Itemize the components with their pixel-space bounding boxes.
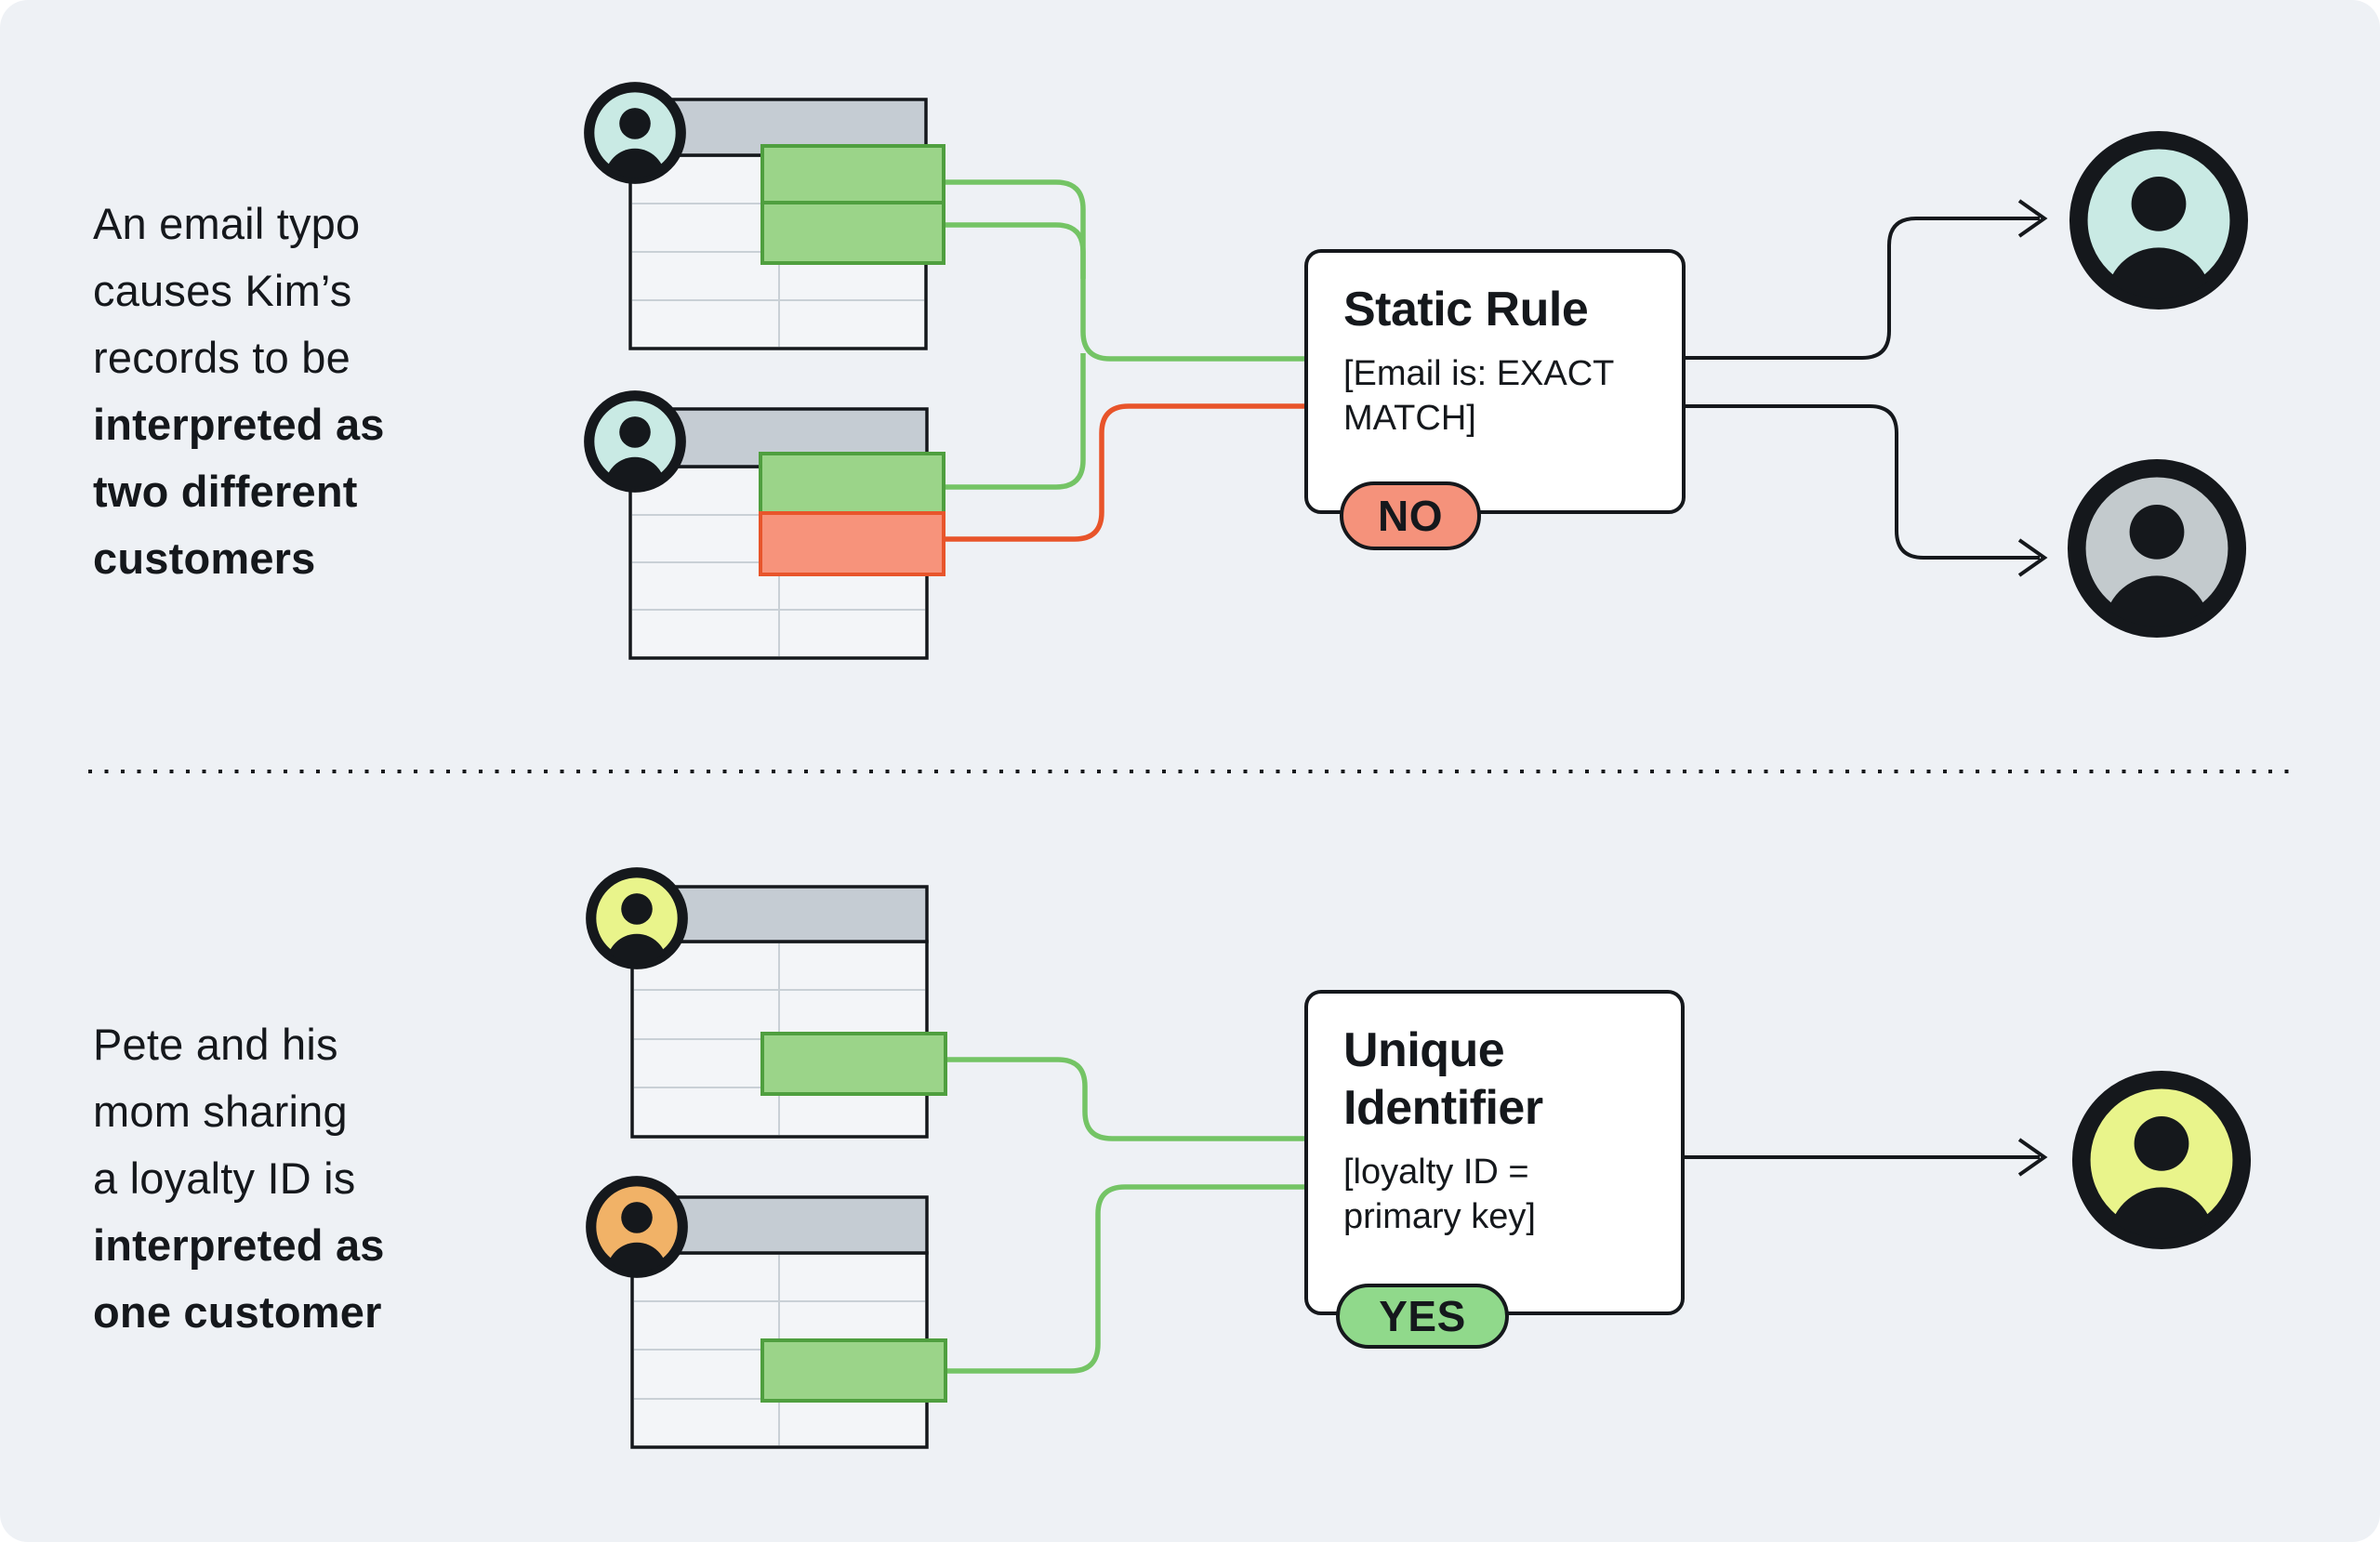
highlight-cell-email-match-3: [759, 452, 945, 515]
caption-line: records to be: [93, 333, 350, 382]
rule-title: Static Rule: [1343, 283, 1589, 336]
match-line-email-3: [944, 353, 1086, 490]
arrowhead-icon: [2017, 1138, 2048, 1177]
rule-condition: [Email is: EXACT MATCH]: [1343, 354, 1614, 438]
merged-customer-avatar-icon: [2082, 1080, 2241, 1293]
caption-line: two different: [93, 467, 358, 516]
caption-line: customers: [93, 534, 316, 583]
verdict-badge-no: NO: [1340, 481, 1481, 550]
highlight-cell-email-match-1: [760, 144, 945, 204]
caption-bottom: Pete and his mom sharing a loyalty ID is…: [93, 1011, 632, 1346]
highlight-cell-loyalty-id-2: [760, 1338, 947, 1403]
match-line-email-1: [944, 179, 1307, 362]
highlight-cell-email-typo: [759, 511, 945, 576]
caption-line: a loyalty ID is: [93, 1153, 356, 1203]
caption-top: An email typo causes Kim’s records to be…: [93, 191, 632, 592]
caption-line: causes Kim’s: [93, 266, 352, 315]
customer-2-avatar-icon: [2077, 468, 2237, 681]
rule-title: Unique Identifier: [1343, 1023, 1543, 1135]
unique-identifier-box: Unique Identifier [loyalty ID = primary …: [1304, 990, 1685, 1349]
caption-line: An email typo: [93, 199, 361, 248]
arrowhead-icon: [2017, 199, 2048, 238]
arrowhead-icon: [2017, 538, 2048, 577]
highlight-cell-email-match-2: [760, 201, 945, 265]
match-line-email-2: [944, 222, 1086, 279]
match-line-loyalty-1: [945, 1057, 1307, 1141]
caption-line: interpreted as: [93, 400, 385, 449]
static-rule-box: Static Rule [Email is: EXACT MATCH] NO: [1304, 249, 1686, 550]
match-line-loyalty-2: [945, 1184, 1307, 1374]
highlight-cell-loyalty-id-1: [760, 1032, 947, 1096]
caption-line: interpreted as: [93, 1220, 385, 1270]
rule-condition: [loyalty ID = primary key]: [1343, 1153, 1536, 1236]
caption-line: mom sharing: [93, 1087, 348, 1136]
verdict-badge-yes: YES: [1336, 1284, 1509, 1349]
mismatch-line-email-typo: [944, 403, 1307, 542]
result-line-customer-2: [1684, 404, 2040, 560]
customer-1-avatar-icon: [2079, 140, 2239, 353]
result-line-customer-1: [1684, 217, 2040, 360]
caption-line: Pete and his: [93, 1020, 338, 1069]
caption-line: one customer: [93, 1287, 382, 1337]
